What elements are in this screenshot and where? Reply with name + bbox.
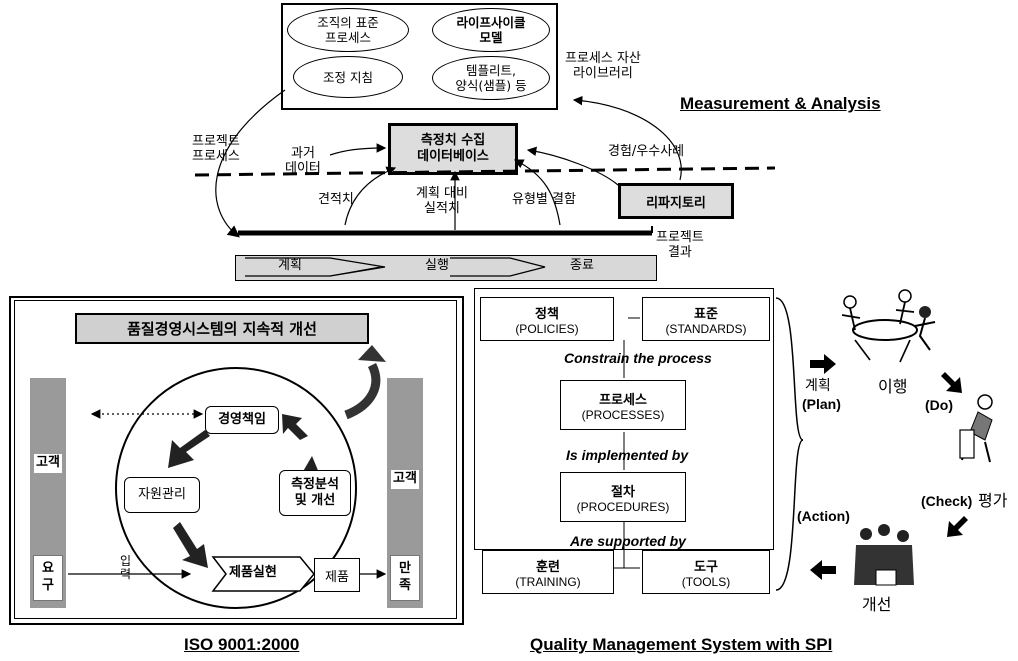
procedures-box: 절차 (PROCEDURES) xyxy=(560,472,686,522)
measurement-analysis-title: Measurement & Analysis xyxy=(680,94,881,113)
pdca-check-kr: 평가 xyxy=(978,491,1008,510)
training-box: 훈련 (TRAINING) xyxy=(482,550,614,594)
customer-left-label: 고객 xyxy=(34,454,62,473)
iso-panel-frame xyxy=(9,296,464,625)
input-label: 입 력 xyxy=(120,554,132,582)
do-arrow-icon xyxy=(941,372,962,393)
do-figure-icon xyxy=(959,394,993,463)
tools-box: 도구 (TOOLS) xyxy=(642,550,770,594)
standards-kr: 표준 xyxy=(694,306,718,322)
plan-arrow-icon xyxy=(810,354,836,374)
iso-caption: ISO 9001:2000 xyxy=(184,635,300,654)
standards-box: 표준 (STANDARDS) xyxy=(642,297,770,341)
org-standard-process-ellipse: 조직의 표준 프로세스 xyxy=(287,8,409,52)
iso-title: 품질경영시스템의 지속적 개선 xyxy=(75,313,369,344)
templates-ellipse: 템플리트, 양식(샘플) 등 xyxy=(432,56,550,100)
tools-en: (TOOLS) xyxy=(681,574,731,589)
product-box: 제품 xyxy=(314,558,360,592)
plan-figure-icon xyxy=(841,289,936,363)
pdca-do-en: (Do) xyxy=(925,397,953,413)
tools-kr: 도구 xyxy=(694,559,718,575)
project-result-label: 프로젝트 결과 xyxy=(656,230,704,260)
phase-close: 종료 xyxy=(570,258,594,273)
processes-kr: 프로세스 xyxy=(599,392,647,408)
defect-by-type-label: 유형별 결함 xyxy=(512,192,576,207)
procedures-kr: 절차 xyxy=(611,484,635,500)
plan-vs-actual-label: 계획 대비 실적치 xyxy=(416,186,468,216)
pdca-plan-en: (Plan) xyxy=(802,396,841,412)
supported-label: Are supported by xyxy=(570,533,686,549)
phase-execute: 실행 xyxy=(425,258,449,273)
pdca-plan-kr: 계획 xyxy=(805,378,831,394)
phase-plan: 계획 xyxy=(278,258,302,273)
phase-bar xyxy=(235,255,657,281)
action-arrow-icon xyxy=(810,560,836,580)
processes-box: 프로세스 (PROCESSES) xyxy=(560,380,686,430)
procedures-en: (PROCEDURES) xyxy=(576,499,670,514)
training-en: (TRAINING) xyxy=(515,574,581,589)
project-process-label: 프로젝트 프로세스 xyxy=(192,134,240,164)
standards-en: (STANDARDS) xyxy=(665,321,747,336)
requirement-label: 요 구 xyxy=(33,555,63,601)
estimate-label: 견적치 xyxy=(318,192,354,207)
policies-kr: 정책 xyxy=(535,306,559,322)
management-responsibility-box: 경영책임 xyxy=(205,406,279,434)
measurement-analysis-improvement-box: 측정분석 및 개선 xyxy=(279,470,351,516)
pdca-do-kr: 이행 xyxy=(878,377,908,396)
training-kr: 훈련 xyxy=(536,559,560,575)
processes-en: (PROCESSES) xyxy=(581,407,665,422)
pdca-action-kr: 개선 xyxy=(862,595,892,614)
process-asset-library-label: 프로세스 자산 라이브러리 xyxy=(565,51,641,81)
check-arrow-icon xyxy=(947,516,968,537)
pdca-action-en: (Action) xyxy=(797,508,850,524)
repository-box: 리파지토리 xyxy=(618,183,734,219)
policies-en: (POLICIES) xyxy=(515,321,579,336)
qms-caption: Quality Management System with SPI xyxy=(530,635,833,654)
implemented-label: Is implemented by xyxy=(566,447,689,463)
resource-management-box: 자원관리 xyxy=(124,477,200,513)
lifecycle-model-ellipse: 라이프사이클 모델 xyxy=(432,8,550,52)
process-asset-box xyxy=(281,3,558,110)
pdca-check-en: (Check) xyxy=(921,493,973,509)
constrain-label: Constrain the process xyxy=(564,350,712,366)
product-realization-label: 제품실현 xyxy=(229,565,277,580)
action-figure-icon xyxy=(854,524,914,586)
iso-panel-inner xyxy=(14,300,457,619)
customer-right-label: 고객 xyxy=(391,470,419,489)
satisfaction-label: 만 족 xyxy=(390,555,420,601)
policies-box: 정책 (POLICIES) xyxy=(480,297,614,341)
tailoring-guide-ellipse: 조정 지침 xyxy=(293,56,403,98)
experience-best-practice-label: 경험/우수사례 xyxy=(608,144,685,159)
